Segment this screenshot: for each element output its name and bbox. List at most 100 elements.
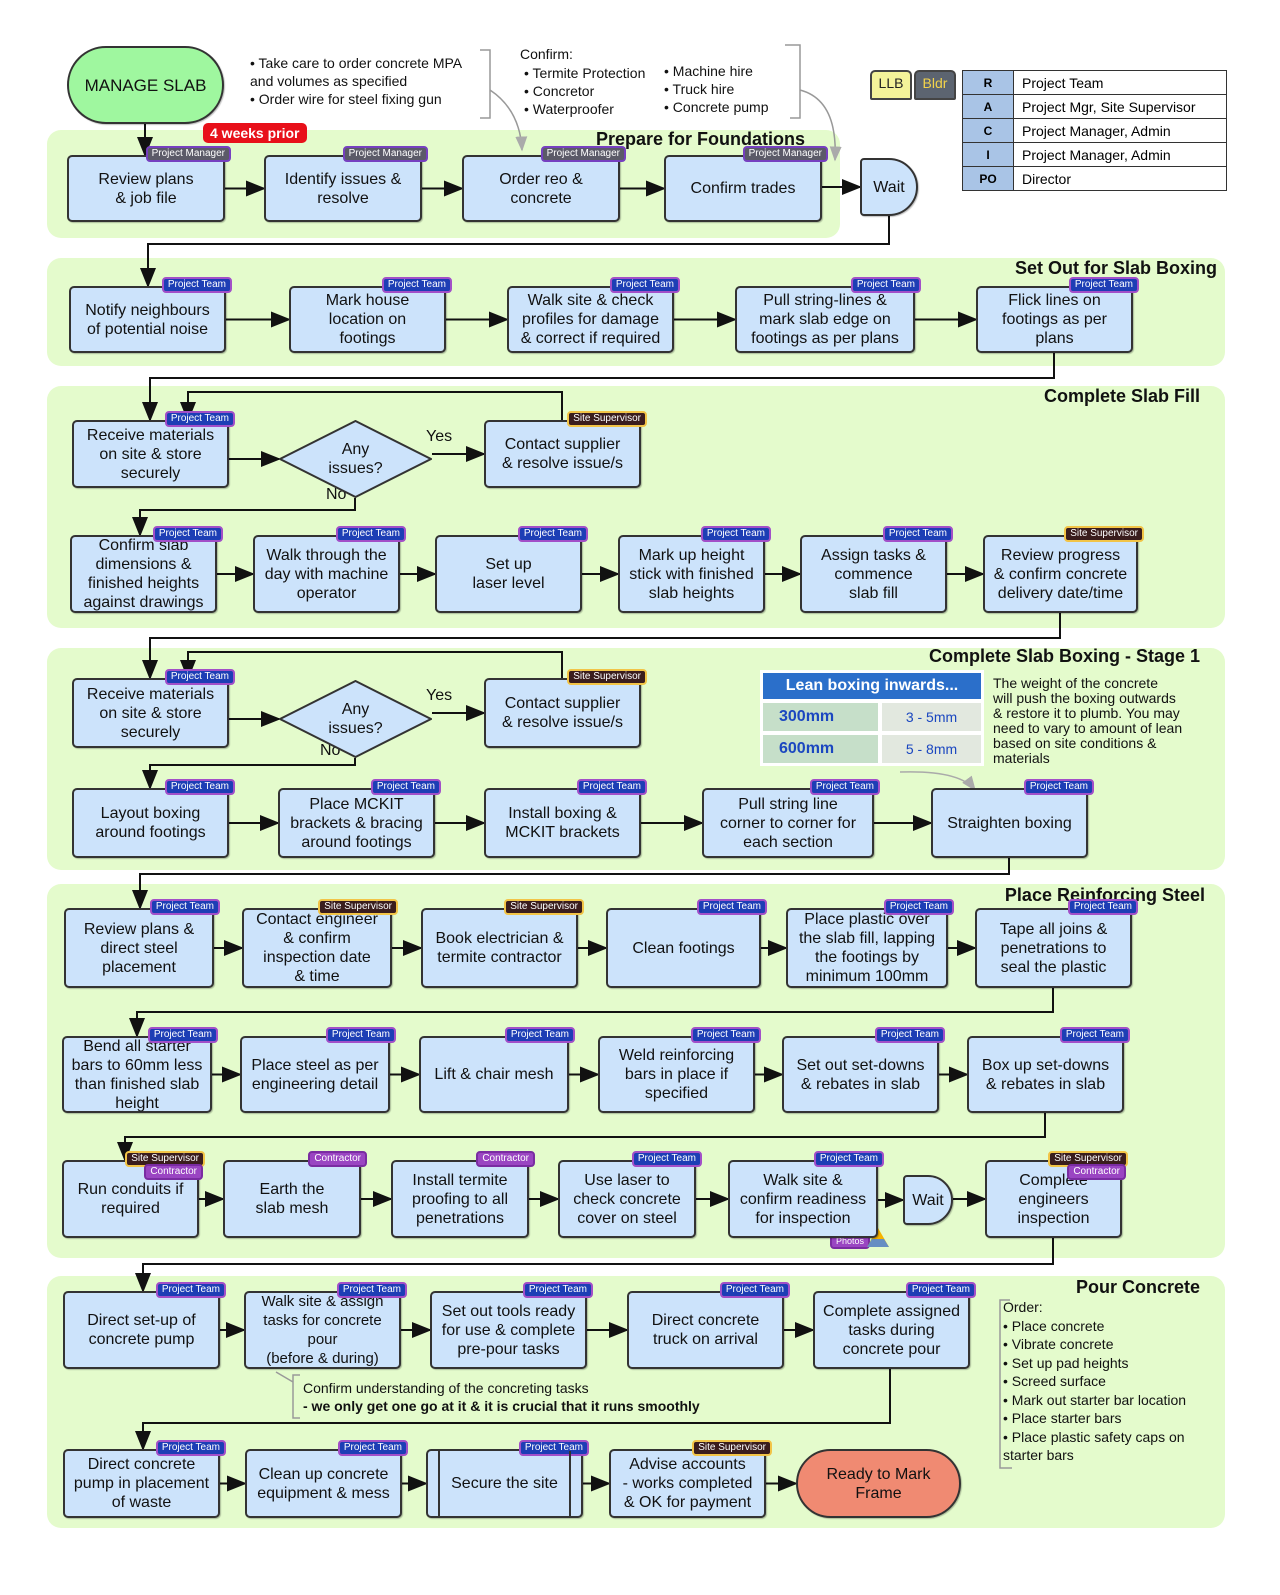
process-step[interactable]: Complete assigned tasks during concrete … [813, 1282, 976, 1369]
process-step[interactable]: Direct concrete pump in placement of was… [63, 1440, 226, 1518]
step-label: Wait [873, 178, 905, 196]
process-step[interactable]: Walk site & confirm readiness for inspec… [728, 1151, 884, 1238]
role-badge: Project Team [1023, 779, 1094, 795]
loop-connector [180, 391, 563, 422]
role-badge: Contractor [1067, 1164, 1126, 1180]
role-badge: Project Team [609, 277, 680, 293]
process-step[interactable]: Set out tools ready for use & complete p… [430, 1282, 593, 1369]
process-step[interactable]: Contact engineer & confirm inspection da… [242, 899, 398, 988]
section-title: Complete Slab Boxing - Stage 1 [928, 646, 1200, 666]
arrow-connector [140, 216, 890, 288]
process-step[interactable]: Weld reinforcing bars in place if specif… [598, 1027, 761, 1113]
section-title: Place Reinforcing Steel [1004, 885, 1205, 905]
confirm-note-list-1: • Termite Protection • Concretor • Water… [524, 65, 646, 117]
role-badge: Project Team [1067, 899, 1138, 915]
step-label: Box up set-downs & rebates in slab [981, 1056, 1110, 1093]
step-label: Confirm trades [690, 180, 796, 197]
step-label: Ready to Mark Frame [826, 1465, 931, 1502]
process-step[interactable]: Pull string-lines & mark slab edge on fo… [735, 277, 921, 353]
decision-node[interactable]: Any issues? [279, 420, 432, 498]
wait-node[interactable]: Wait [860, 158, 918, 216]
step-label: Run conduits if required [77, 1181, 184, 1217]
step-label: Set out tools ready for use & complete p… [441, 1302, 576, 1358]
role-badge: Project Team [149, 899, 220, 915]
process-step[interactable]: Place MCKIT brackets & bracing around fo… [278, 779, 441, 858]
step-label: Weld reinforcing bars in place if specif… [618, 1047, 735, 1102]
role-badge: Project Team [518, 1440, 589, 1456]
role-badge: Project Team [1059, 1027, 1130, 1043]
role-badge: Project Manager [342, 146, 428, 162]
process-step[interactable]: Mark up height stick with finished slab … [618, 526, 771, 613]
process-step[interactable]: Tape all joins & penetrations to seal th… [975, 899, 1138, 988]
role-badge: Site Supervisor [567, 669, 647, 685]
process-step[interactable]: Bend all starter bars to 60mm less than … [62, 1027, 218, 1113]
role-badge: Site Supervisor [1064, 526, 1144, 542]
loop-connector [180, 651, 563, 680]
process-step[interactable]: Pull string line corner to corner for ea… [702, 779, 880, 858]
process-step[interactable]: Walk site & check profiles for damage & … [507, 277, 680, 353]
step-label: Install boxing & MCKIT brackets [505, 805, 620, 841]
process-step[interactable]: Place plastic over the slab fill, lappin… [786, 899, 954, 988]
process-step[interactable]: Walk through the day with machine operat… [253, 526, 406, 613]
process-step[interactable]: Advise accounts - works completed & OK f… [609, 1440, 772, 1518]
process-step[interactable]: Receive materials on site & store secure… [72, 411, 235, 488]
process-step[interactable]: Review progress & confirm concrete deliv… [983, 526, 1144, 613]
role-badge: Project Team [164, 669, 235, 685]
role-badge: Project Team [813, 1151, 884, 1167]
process-step[interactable]: Walk site & assign tasks for concrete po… [244, 1282, 407, 1369]
step-label: Direct concrete pump in placement of was… [73, 1456, 210, 1511]
process-step[interactable]: Confirm slab dimensions & finished heigh… [70, 526, 223, 613]
role-badge: Project Team [370, 779, 441, 795]
ordering-note: • Take care to order concrete MPA and vo… [250, 55, 463, 107]
role-badge: Project Team [690, 1027, 761, 1043]
arrow-connector [142, 353, 1055, 422]
role-badge: Site Supervisor [504, 899, 584, 915]
yes-label: Yes [426, 687, 453, 704]
process-step[interactable]: Receive materials on site & store secure… [72, 669, 235, 748]
role-badge: Contractor [308, 1151, 367, 1167]
decision-node[interactable]: Any issues? [279, 680, 432, 758]
section-title: Prepare for Foundations [596, 129, 806, 149]
step-label: Identify issues & resolve [284, 170, 402, 207]
process-step[interactable]: Use laser to check concrete cover on ste… [558, 1151, 702, 1238]
step-label: Lift & chair mesh [434, 1066, 554, 1083]
step-label: Walk through the day with machine operat… [264, 546, 389, 602]
wait-node[interactable]: Wait [903, 1175, 953, 1225]
process-step[interactable]: Identify issues & resolve Project Manager [264, 146, 428, 222]
process-step[interactable]: Install termite proofing to all penetrat… [391, 1151, 535, 1238]
end-node[interactable]: Ready to Mark Frame [796, 1449, 961, 1518]
start-manage-slab[interactable]: MANAGE SLAB [67, 46, 224, 124]
role-badge: Contractor [476, 1151, 535, 1167]
step-label: Wait [912, 1191, 944, 1209]
process-step[interactable]: Install boxing & MCKIT brackets Project T… [484, 779, 647, 858]
process-step[interactable]: Box up set-downs & rebates in slab Projec… [967, 1027, 1130, 1113]
step-label: Assign tasks & commence slab fill [821, 546, 926, 602]
step-label: Advise accounts - works completed & OK f… [622, 1456, 753, 1511]
role-badge: Project Team [576, 779, 647, 795]
